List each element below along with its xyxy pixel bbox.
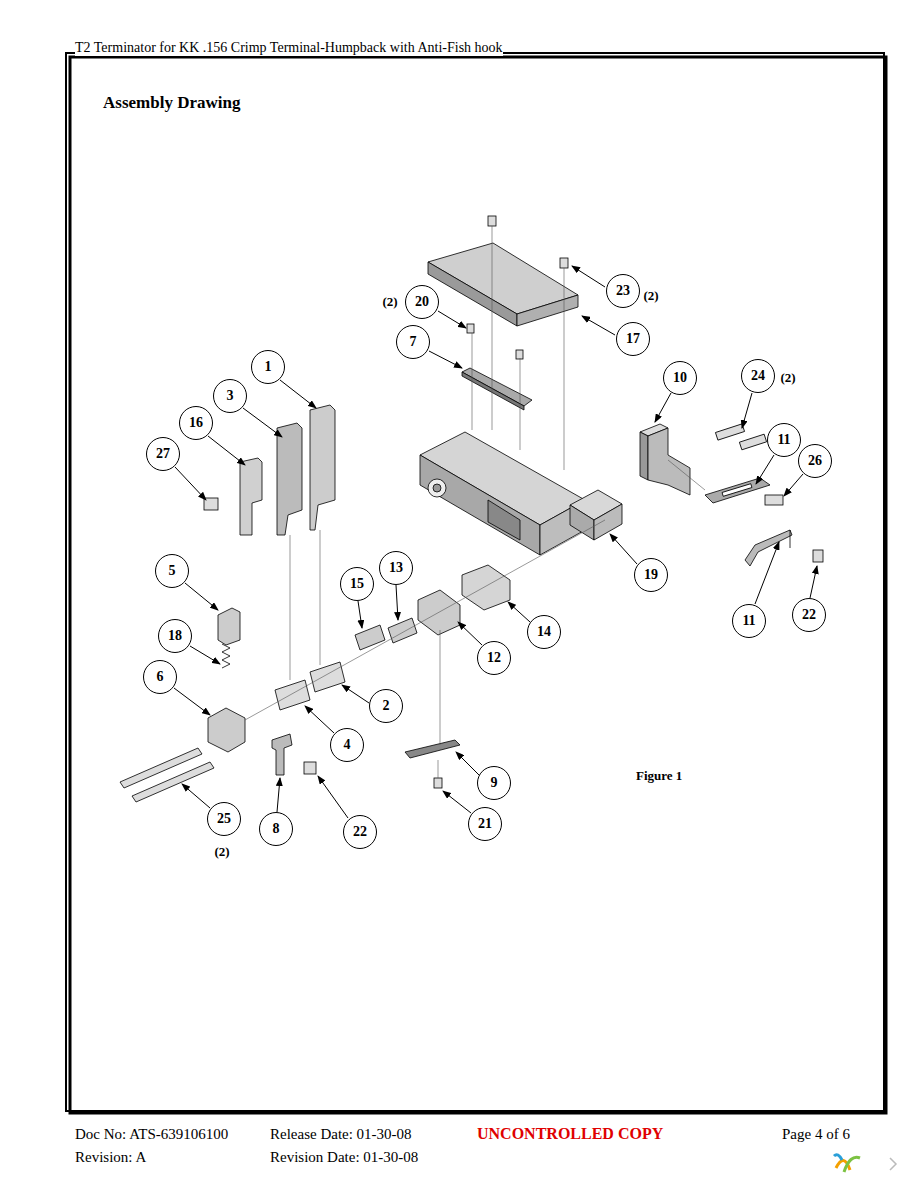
callout-number: 21 <box>478 816 492 832</box>
callout-circle: 12 <box>477 641 511 675</box>
callout-circle: 17 <box>616 322 650 356</box>
callout-circle: 21 <box>468 807 502 841</box>
callout-number: 7 <box>410 334 417 350</box>
callout-circle: 14 <box>527 615 561 649</box>
callout-number: 4 <box>344 737 351 753</box>
callout-number: 27 <box>156 446 170 462</box>
callout-circle: 15 <box>340 567 374 601</box>
quantity-note: (2) <box>643 288 658 304</box>
callout-number: 12 <box>487 650 501 666</box>
callout-number: 14 <box>537 624 551 640</box>
callout-circle: 20 <box>405 285 439 319</box>
callout-number: 22 <box>802 607 816 623</box>
callout-number: 23 <box>616 283 630 299</box>
callout-number: 9 <box>491 775 498 791</box>
callout-number: 22 <box>353 824 367 840</box>
callout-number: 13 <box>389 560 403 576</box>
callout-circle: 10 <box>663 361 697 395</box>
callout-number: 6 <box>157 669 164 685</box>
callout-circle: 6 <box>143 660 177 694</box>
callout-circle: 9 <box>477 766 511 800</box>
callout-number: 5 <box>169 563 176 579</box>
callout-circle: 3 <box>213 379 247 413</box>
callout-number: 2 <box>383 698 390 714</box>
callout-number: 24 <box>751 368 765 384</box>
callout-circle: 24 <box>741 359 775 393</box>
footer-text: Doc No: ATS-639106100 <box>75 1126 228 1143</box>
callout-number: 11 <box>777 432 790 448</box>
callout-circle: 22 <box>343 815 377 849</box>
callout-circle: 26 <box>798 444 832 478</box>
callout-number: 20 <box>415 294 429 310</box>
drawing-title: Assembly Drawing <box>103 93 240 113</box>
callout-circle: 18 <box>158 619 192 653</box>
callout-circle: 4 <box>330 728 364 762</box>
callout-number: 16 <box>189 415 203 431</box>
callout-number: 26 <box>808 453 822 469</box>
callout-number: 3 <box>227 388 234 404</box>
callout-number: 19 <box>644 567 658 583</box>
callout-circle: 27 <box>146 437 180 471</box>
callout-number: 18 <box>168 628 182 644</box>
callout-number: 17 <box>626 331 640 347</box>
callout-circle: 22 <box>792 598 826 632</box>
callout-number: 11 <box>742 613 755 629</box>
callout-number: 10 <box>673 370 687 386</box>
callout-circle: 25 <box>207 802 241 836</box>
callout-circle: 11 <box>732 604 766 638</box>
callout-circle: 1 <box>251 350 285 384</box>
quantity-note: (2) <box>214 844 229 860</box>
footer-text: UNCONTROLLED COPY <box>477 1125 663 1143</box>
quantity-note: (2) <box>382 294 397 310</box>
footer-text: Release Date: 01-30-08 <box>270 1126 412 1143</box>
callout-number: 25 <box>217 811 231 827</box>
callout-number: 8 <box>273 821 280 837</box>
header-text: T2 Terminator for KK .156 Crimp Terminal… <box>75 40 503 56</box>
figure-caption: Figure 1 <box>636 768 682 784</box>
callout-circle: 11 <box>767 423 801 457</box>
callout-circle: 23 <box>606 274 640 308</box>
footer-text: Revision Date: 01-30-08 <box>270 1149 418 1166</box>
quantity-note: (2) <box>780 370 795 386</box>
callout-circle: 7 <box>396 325 430 359</box>
callout-circle: 5 <box>155 554 189 588</box>
callout-number: 1 <box>265 359 272 375</box>
callout-number: 15 <box>350 576 364 592</box>
callout-circle: 2 <box>369 689 403 723</box>
footer-text: Revision: A <box>75 1149 146 1166</box>
footer-text: Page 4 of 6 <box>782 1126 850 1143</box>
callout-circle: 19 <box>634 558 668 592</box>
callout-circle: 13 <box>379 551 413 585</box>
callout-circle: 8 <box>259 812 293 846</box>
callout-circle: 16 <box>179 406 213 440</box>
